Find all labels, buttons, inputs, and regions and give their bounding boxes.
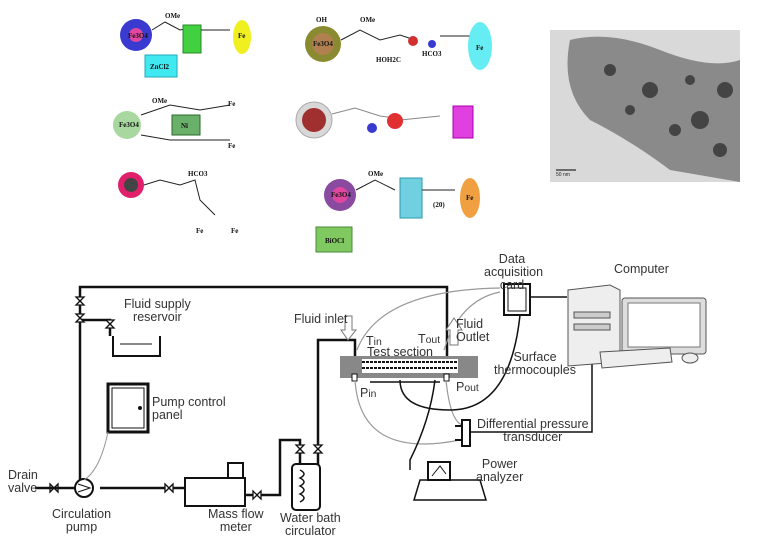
p-in-label: Pin [360,386,376,402]
test-section-label: Test section [367,345,434,359]
label-line: transducer [503,430,563,444]
label-line: panel [152,408,183,422]
svg-text:OMe: OMe [165,12,180,20]
label-line: meter [219,520,252,534]
svg-text:Fe: Fe [466,194,473,202]
label-line: Circulation [52,507,112,521]
svg-text:Fe: Fe [238,32,245,40]
structure-3: Fe3O4 Ni OMe Fe Fe [113,97,235,150]
label-line: Outlet [456,330,490,344]
label-line: Power [481,457,518,471]
subscript: out [425,335,441,346]
structure-1: ZnCl2 Fe3O4 OMe Fe [120,12,251,78]
label-line: Water bath [280,511,341,525]
tem-micrograph: 50 nm [550,30,740,182]
t-out-label: Tout [418,332,440,348]
label-line: Mass flow [208,507,264,521]
structure-4 [295,101,474,139]
label-line: acquisition [484,265,544,279]
svg-text:BiOCl: BiOCl [325,237,344,245]
label-line: valve [8,481,38,495]
t-in-label: Tin [366,334,382,350]
label-line: circulator [284,524,336,538]
subscript: in [373,337,382,348]
label-line: Surface [513,350,557,364]
label-line: thermocouples [494,363,576,377]
svg-text:OH: OH [316,16,327,24]
svg-text:Fe3O4: Fe3O4 [313,40,333,48]
svg-text:ZnCl2: ZnCl2 [150,63,170,71]
label-line: Pump control [152,395,226,409]
fluid-inlet-label: Fluid inlet [294,312,348,326]
computer-label: Computer [614,262,669,276]
svg-text:HCO3: HCO3 [188,170,208,178]
structure-6: Fe3O4 (20) Fe OMe BiOCl [315,170,480,253]
svg-text:Fe3O4: Fe3O4 [128,32,148,40]
svg-text:OMe: OMe [152,97,167,105]
svg-text:Fe: Fe [231,227,238,235]
subscript: in [368,389,377,400]
label-line: analyzer [476,470,524,484]
label-line: pump [65,520,98,534]
label-line: Data [498,252,526,266]
svg-text:Fe: Fe [228,100,235,108]
scale-bar-label: 50 nm [556,172,570,178]
svg-text:HOH2C: HOH2C [376,56,401,64]
structure-5: HCO3 Fe Fe [118,170,238,235]
subscript: out [464,383,479,394]
p-symbol: P [456,380,465,394]
label-line: reservoir [133,310,182,324]
t-symbol: T [366,334,374,348]
svg-text:Fe: Fe [228,142,235,150]
svg-text:OMe: OMe [368,170,383,178]
svg-text:Fe3O4: Fe3O4 [331,191,351,199]
svg-text:OMe: OMe [360,16,375,24]
label-line: Drain [8,468,38,482]
svg-text:HCO3: HCO3 [422,50,442,58]
svg-text:Fe3O4: Fe3O4 [119,121,139,129]
label-line: Differential pressure [477,417,589,431]
label-line: Fluid supply [124,297,191,311]
svg-text:Fe: Fe [196,227,203,235]
p-symbol: P [360,386,369,400]
p-out-label: Pout [456,380,479,396]
label-line: Fluid [456,317,484,331]
label-line: card [499,278,525,292]
t-symbol: T [418,332,426,346]
structure-2: Fe3O4 OMe HCO3 HOH2C Fe OH [305,16,492,70]
svg-text:Ni: Ni [181,122,188,130]
svg-text:Fe: Fe [476,44,483,52]
svg-text:(20): (20) [433,201,445,209]
